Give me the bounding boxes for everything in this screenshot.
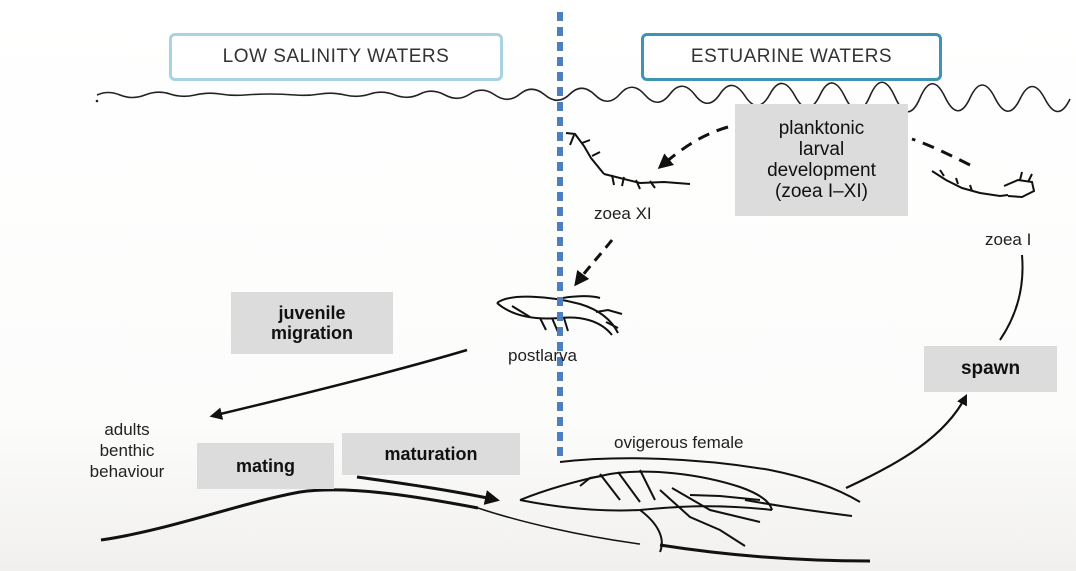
zoea-i-drawing <box>932 170 1034 197</box>
maturation-box: maturation <box>342 433 520 475</box>
arrow-juvenile-migration <box>212 350 467 416</box>
arrow-zoea-xi-to-postlarva <box>576 240 612 284</box>
adults-line-2: benthic <box>57 440 197 461</box>
adults-line-1: adults <box>57 419 197 440</box>
juvenile-line-2: migration <box>271 323 353 343</box>
seafloor-line-left <box>101 490 478 540</box>
ovigerous-female-drawing <box>520 458 860 552</box>
juvenile-migration-box: juvenile migration <box>231 292 393 354</box>
zoea-xi-label: zoea XI <box>594 203 652 224</box>
juvenile-line-1: juvenile <box>271 303 353 323</box>
arrow-to-spawn <box>846 396 966 488</box>
adults-line-3: behaviour <box>57 461 197 482</box>
planktonic-line-4: (zoea I–XI) <box>767 181 876 202</box>
spawn-box: spawn <box>924 346 1057 392</box>
seafloor-line-bottom <box>478 508 640 544</box>
zoea-xi-drawing <box>566 133 690 189</box>
mating-box: mating <box>197 443 334 489</box>
zoea-i-label: zoea I <box>985 229 1031 250</box>
postlarva-label: postlarva <box>508 345 577 366</box>
planktonic-line-3: development <box>767 160 876 181</box>
arrow-to-zoea-xi <box>660 127 728 167</box>
adults-benthic-behaviour-label: adults benthic behaviour <box>57 419 197 482</box>
planktonic-line-2: larval <box>767 139 876 160</box>
line-spawn-to-zoea-i <box>1000 255 1023 340</box>
estuarine-waters-header: ESTUARINE WATERS <box>641 33 942 81</box>
water-surface-line <box>97 82 1070 112</box>
ovigerous-female-label: ovigerous female <box>614 432 743 453</box>
planktonic-line-1: planktonic <box>767 118 876 139</box>
arrow-zoea-i-to-box <box>912 139 970 165</box>
arrow-to-female <box>357 477 497 500</box>
seafloor-line-right <box>660 545 870 561</box>
low-salinity-waters-header: LOW SALINITY WATERS <box>169 33 503 81</box>
planktonic-larval-development-box: planktonic larval development (zoea I–XI… <box>735 104 908 216</box>
